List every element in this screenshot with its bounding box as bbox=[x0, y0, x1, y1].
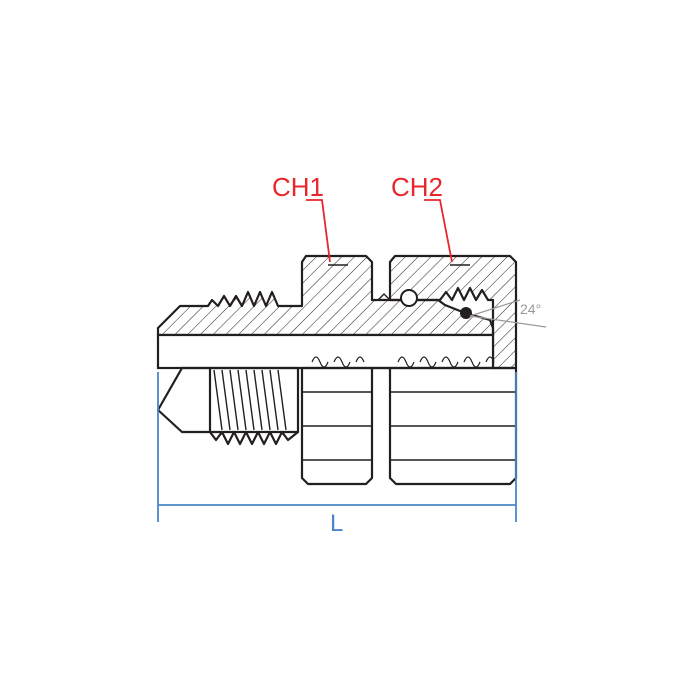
external-view bbox=[156, 366, 518, 486]
cutting-ring bbox=[460, 307, 472, 319]
bore bbox=[156, 333, 495, 370]
undercut-line bbox=[372, 293, 391, 301]
thread-lines bbox=[213, 369, 287, 431]
dimension-l bbox=[157, 372, 517, 522]
ch2-hex-external bbox=[388, 366, 518, 486]
angle-label: 24° bbox=[520, 301, 541, 317]
angle-line-2 bbox=[469, 299, 521, 317]
sectioned-body bbox=[156, 254, 518, 370]
length-label: L bbox=[330, 510, 343, 537]
bore-squiggles bbox=[311, 356, 495, 368]
ch2-label: CH2 bbox=[391, 172, 443, 202]
callouts: CH1 CH2 24° bbox=[272, 172, 547, 328]
ch2-leader bbox=[424, 199, 453, 263]
male-cone bbox=[156, 366, 212, 434]
o-ring bbox=[400, 289, 418, 307]
angle-line-1 bbox=[469, 315, 547, 328]
male-thread-teeth bbox=[209, 430, 299, 446]
ch1-label: CH1 bbox=[272, 172, 324, 202]
nut-section bbox=[388, 254, 518, 370]
ch1-leader bbox=[306, 199, 331, 263]
male-thread-body bbox=[210, 366, 300, 434]
